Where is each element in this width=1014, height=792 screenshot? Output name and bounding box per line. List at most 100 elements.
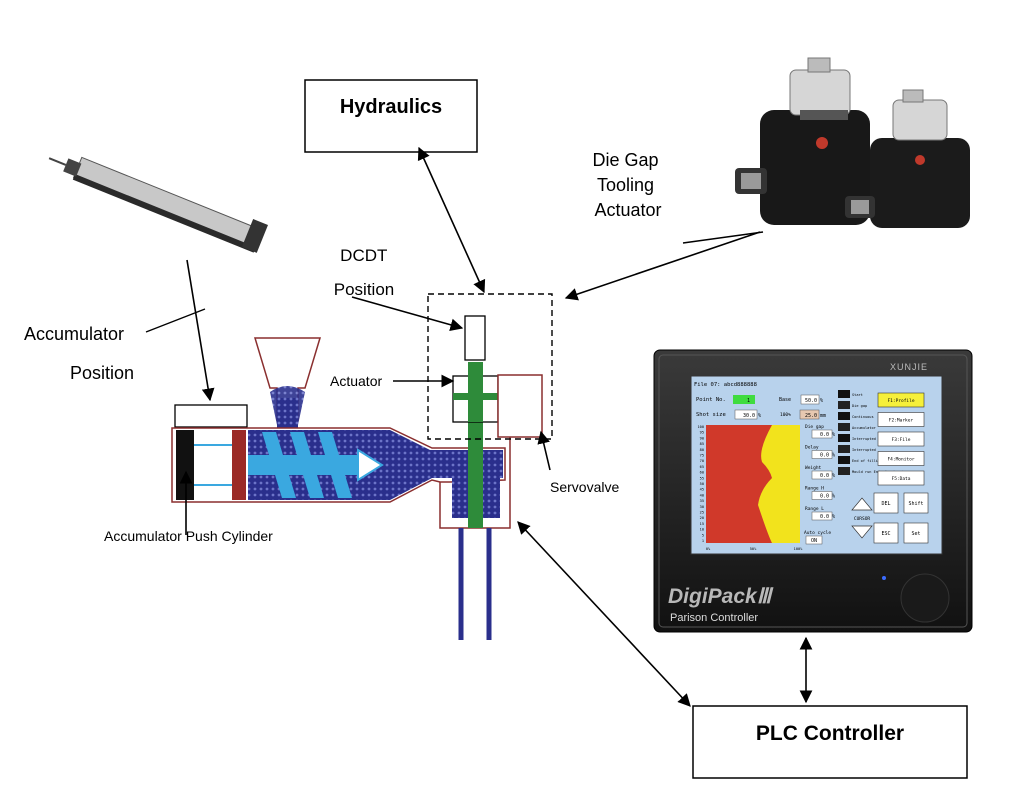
status-label: Start: [852, 393, 863, 397]
keypad-button[interactable]: [903, 522, 929, 544]
menu-button-label: F5:Data: [892, 476, 911, 482]
dcdt-position-label: DCDT Position: [334, 246, 394, 299]
field-label: Range L: [805, 506, 824, 512]
product-subtitle: Parison Controller: [670, 612, 758, 624]
actuator-dashed-boundary: [427, 293, 553, 440]
menu-button[interactable]: [877, 451, 925, 466]
y-tick-label: 65: [700, 465, 704, 469]
status-icon: [838, 401, 850, 409]
y-tick-label: 90: [700, 436, 704, 440]
keypad-button-label: Shift: [908, 501, 923, 507]
field-input[interactable]: [811, 470, 833, 480]
accumulator-position-label: Position: [70, 363, 134, 383]
base-value: 50.0: [805, 398, 817, 404]
x-tick-label: 100%: [794, 547, 803, 551]
extruder-assembly: [171, 315, 543, 640]
y-tick-label: 75: [700, 454, 704, 458]
field-label: Die gap: [805, 424, 824, 430]
point-no-field[interactable]: [733, 395, 755, 404]
menu-button-label: F4:Monitor: [887, 457, 914, 463]
status-label: Accumulator: [852, 426, 877, 430]
x-tick-label: 0%: [706, 547, 711, 551]
actuator-label: Actuator: [330, 373, 382, 389]
y-tick-label: 15: [700, 522, 704, 526]
status-icon: [838, 445, 850, 453]
menu-button-label: F1:Profile: [887, 398, 914, 404]
y-tick-label: 20: [700, 516, 704, 520]
status-icon: [838, 423, 850, 431]
keypad-button[interactable]: [873, 492, 899, 514]
field-label: Weight: [805, 465, 822, 471]
base-label: Base: [779, 397, 791, 403]
auto-cycle-field[interactable]: [805, 535, 823, 545]
cursor-down-button[interactable]: [851, 525, 873, 539]
keypad-button-label: ESC: [881, 531, 890, 537]
status-icon: [838, 412, 850, 420]
y-tick-label: 10: [700, 528, 704, 532]
shot-size-field[interactable]: [734, 409, 758, 420]
field-value: 0.0: [820, 494, 829, 500]
servovalve-label: Servovalve: [550, 479, 619, 495]
stroke-unit: mm: [820, 413, 826, 419]
shot-size-value: 30.0: [743, 413, 755, 419]
y-tick-label: 80: [700, 448, 704, 452]
control-knob[interactable]: [900, 573, 950, 623]
stroke-value: 25.0: [805, 413, 817, 419]
dcdt-sensor: [464, 315, 486, 361]
keypad-button[interactable]: [873, 522, 899, 544]
keypad-button-label: Set: [911, 531, 920, 537]
y-tick-label: 1: [702, 539, 704, 543]
status-icon: [838, 390, 850, 398]
status-icon: [838, 434, 850, 442]
x-tick-label: 50%: [750, 547, 757, 551]
cursor-up-button[interactable]: [851, 497, 873, 511]
base-field[interactable]: [800, 394, 820, 405]
field-unit: %: [832, 453, 835, 459]
screen-file: File 07: abcd888888: [694, 382, 757, 388]
y-tick-label: 25: [700, 511, 704, 515]
keypad-button[interactable]: [903, 492, 929, 514]
shot-size-label: Shot size: [696, 412, 726, 418]
menu-button[interactable]: [877, 470, 925, 486]
status-icon: [838, 467, 850, 475]
y-tick-label: 45: [700, 488, 704, 492]
field-input[interactable]: [811, 491, 833, 500]
menu-button[interactable]: [877, 392, 925, 408]
status-label: End of filling: [852, 459, 882, 463]
field-input[interactable]: [811, 450, 833, 459]
servovalve: [497, 374, 543, 438]
field-input[interactable]: [811, 511, 833, 521]
menu-button[interactable]: [877, 431, 925, 447]
profile-curve: [706, 425, 772, 543]
brand-label: XUNJIE: [890, 362, 928, 372]
field-label: Delay: [805, 445, 819, 451]
field-unit: %: [832, 494, 835, 500]
die-gap-actuator-image: [735, 57, 970, 228]
stroke-label: 100%: [780, 412, 791, 418]
y-tick-label: 40: [700, 493, 704, 497]
accumulator-label: Accumulator: [24, 324, 124, 344]
status-icon: [838, 456, 850, 464]
stroke-field[interactable]: [799, 409, 820, 420]
y-tick-label: 5: [702, 533, 704, 537]
status-label: Continuous: [852, 415, 874, 419]
hydraulics-label: Hydraulics: [340, 96, 442, 118]
status-label: Die gap: [852, 404, 867, 408]
menu-button[interactable]: [877, 412, 925, 427]
y-tick-label: 85: [700, 442, 704, 446]
plc-controller-label: PLC Controller: [756, 722, 904, 745]
field-unit: %: [832, 432, 835, 438]
hydraulics-box: Hydraulics: [304, 79, 478, 153]
plc-controller-box: PLC Controller: [692, 705, 968, 779]
field-input[interactable]: [811, 429, 833, 439]
base-unit: %: [820, 398, 823, 404]
y-tick-label: 100: [698, 425, 705, 429]
y-tick-label: 55: [700, 476, 704, 480]
keypad-button-label: DEL: [881, 501, 890, 507]
y-tick-label: 70: [700, 459, 704, 463]
field-unit: %: [832, 473, 835, 479]
point-no-value: 1: [747, 398, 750, 404]
shot-size-unit: %: [758, 413, 761, 419]
y-tick-label: 95: [700, 431, 704, 435]
